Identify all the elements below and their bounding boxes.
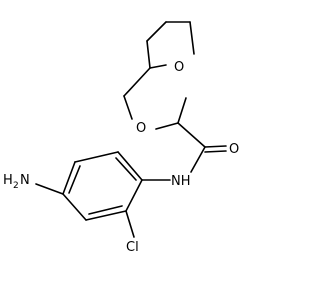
bond-ch-carbonyl <box>177 122 206 148</box>
ring-oxygen-label: O <box>174 60 184 75</box>
bond-carbonyl-double-a <box>204 145 227 148</box>
bond-ar-5-inner <box>88 205 123 215</box>
amine-nh2-label: H 2 N <box>3 173 30 191</box>
bond-ar-4 <box>62 193 87 221</box>
amine-subscript-label: 2 <box>13 181 19 191</box>
bond-aryl-nh2 <box>35 183 64 195</box>
bond-ch2-o <box>123 95 133 120</box>
bond-thf-4 <box>146 40 151 69</box>
bond-ar-2 <box>74 151 119 163</box>
bond-ar-3 <box>62 161 76 195</box>
amine-h-label: H <box>3 173 13 188</box>
bond-carbonyl-n <box>190 146 206 173</box>
aryl-substituents <box>35 179 171 238</box>
chemical-structure-drawing: O O O NH Cl H 2 N <box>3 21 239 255</box>
bond-ring-ch2 <box>123 67 151 97</box>
side-chain <box>123 67 227 173</box>
bond-ar-1-inner <box>115 157 137 181</box>
bond-ch-methyl <box>177 97 187 124</box>
bond-ar-1 <box>117 151 143 181</box>
bond-ar-5 <box>85 210 127 221</box>
carbonyl-oxygen-label: O <box>229 142 239 157</box>
bond-o-ch <box>155 122 179 130</box>
amide-nh-label: NH <box>171 174 191 189</box>
chlorine-label: Cl <box>126 240 139 255</box>
bond-thf-5 <box>149 64 167 69</box>
bond-ar-6 <box>125 179 143 212</box>
bond-carbonyl-double-b <box>204 150 227 153</box>
amine-n-label: N <box>20 173 30 188</box>
benzene-ring <box>62 151 143 221</box>
tetrahydrofuran-ring <box>146 21 195 69</box>
ether-oxygen-label: O <box>136 121 146 136</box>
bond-ar-3-inner <box>68 165 81 194</box>
bond-thf-3 <box>189 21 195 55</box>
bond-aryl-cl <box>125 210 135 238</box>
bond-thf-2 <box>146 21 167 42</box>
